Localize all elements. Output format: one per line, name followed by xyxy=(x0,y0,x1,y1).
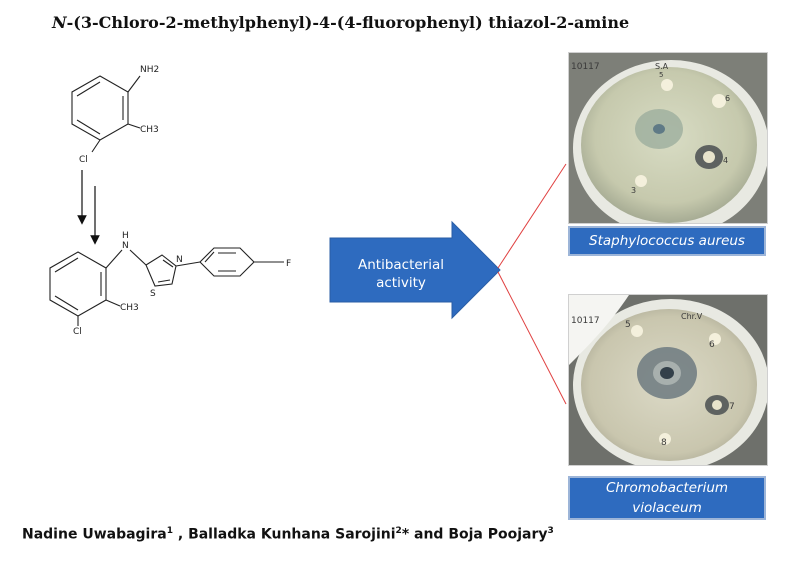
activity-arrow xyxy=(329,220,501,320)
plate1-handwriting-3: 3 xyxy=(631,186,636,195)
ch3-bond xyxy=(127,123,141,129)
organism-label-1-text: Staphylococcus aureus xyxy=(589,233,745,249)
product-h-label: H xyxy=(122,231,129,241)
product-cl-label: Cl xyxy=(73,327,82,337)
plate2-handwriting-6: 6 xyxy=(709,340,715,350)
petri-plate-photo-1: 10117 S.A 5 6 4 3 xyxy=(568,52,768,224)
reactant-cl-label: Cl xyxy=(79,155,88,165)
author-3: Boja Poojary xyxy=(448,526,548,543)
plate1-handwriting-code: S.A xyxy=(655,62,669,71)
author-1: Nadine Uwabagira xyxy=(22,526,167,543)
organism-label-2: Chromobacterium violaceum xyxy=(568,476,766,520)
cl-bond xyxy=(91,139,101,153)
author-list: Nadine Uwabagira1 , Balladka Kunhana Sar… xyxy=(22,526,554,543)
activity-label-line1: Antibacterial xyxy=(357,257,445,273)
connector-line-bottom xyxy=(497,271,567,405)
plate2-handwriting-5: 5 xyxy=(625,320,631,330)
author-3-affiliation: 3 xyxy=(547,526,554,536)
fluorine-label: F xyxy=(286,259,291,269)
author-2-affiliation: 2 xyxy=(395,526,402,536)
product-ch3-label: CH3 xyxy=(120,303,139,313)
activity-arrow-label: Antibacterial activity xyxy=(336,256,466,292)
n-h-bond-left xyxy=(105,249,123,269)
reactant-structure xyxy=(71,75,141,153)
author-1-affiliation: 1 xyxy=(166,526,173,536)
author-separator-1: , xyxy=(172,526,189,543)
plate1-handwriting-4: 4 xyxy=(723,156,728,165)
corresponding-mark: * xyxy=(401,526,410,543)
product-ch3-bond xyxy=(105,299,121,307)
aryl-bond xyxy=(175,261,201,267)
product-structure xyxy=(49,247,284,326)
author-separator-2: and xyxy=(409,526,449,543)
title-rest: -(3-Chloro-2-methylphenyl)-4-(4-fluoroph… xyxy=(66,13,630,32)
reactant-nh2-label: NH2 xyxy=(140,65,159,75)
n-h-bond-right xyxy=(129,249,147,266)
plate2-handwriting-7: 7 xyxy=(729,402,735,412)
plate1-handwriting-6: 6 xyxy=(725,94,730,103)
fluorophenyl-ring xyxy=(199,247,255,277)
plate2-handwriting-code: Chr.V xyxy=(681,312,703,321)
plate1-handwriting-5: 5 xyxy=(659,71,663,79)
reactant-ring xyxy=(71,75,129,141)
connector-line-top xyxy=(497,163,567,269)
organism-label-2-line2: violaceum xyxy=(632,500,702,516)
product-aniline-ring xyxy=(49,251,107,317)
plate1-handwriting-date: 10117 xyxy=(571,62,600,72)
thiazole-n-label: N xyxy=(176,255,183,265)
author-2: Balladka Kunhana Sarojini xyxy=(188,526,396,543)
organism-label-2-line1: Chromobacterium xyxy=(605,480,729,496)
petri-plate-photo-2: 10117 Chr.V 5 6 7 8 xyxy=(568,294,768,466)
product-n-label: N xyxy=(122,241,129,251)
plate2-handwriting-8: 8 xyxy=(661,438,667,448)
nh2-bond xyxy=(127,75,141,93)
thiazole-s-label: S xyxy=(150,289,156,299)
organism-label-1: Staphylococcus aureus xyxy=(568,226,766,256)
title-italic-n: N xyxy=(52,13,67,32)
plate2-handwriting-date: 10117 xyxy=(571,316,600,326)
thiazole-ring xyxy=(145,254,177,287)
activity-label-line2: activity xyxy=(376,275,426,291)
reactant-ch3-label: CH3 xyxy=(140,125,159,135)
compound-title: N-(3-Chloro-2-methylphenyl)-4-(4-fluorop… xyxy=(52,13,792,32)
